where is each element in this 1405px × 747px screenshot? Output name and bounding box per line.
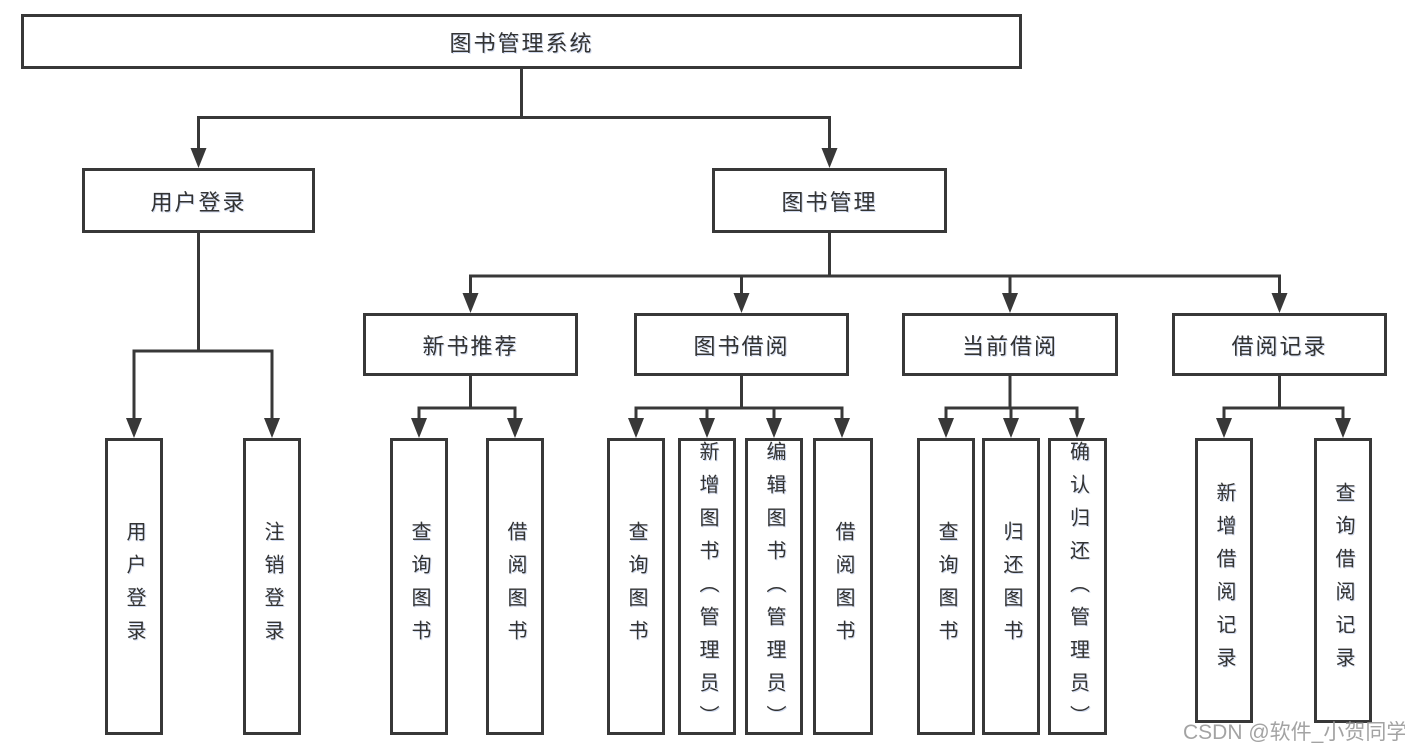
node-book-management: 图书管理 [712,168,947,233]
node-book-borrow-label: 图书借阅 [693,333,790,359]
leaf-add-borrow-record: 新增借阅记录 [1195,438,1253,723]
watermark: CSDN @软件_小贺同学 [1183,721,1405,744]
node-borrow-records: 借阅记录 [1172,313,1387,376]
leaf-confirm-return-admin: 确认归还（管理员） [1048,438,1107,738]
node-root-label: 图书管理系统 [449,30,594,56]
node-borrow-records-label: 借阅记录 [1231,333,1328,359]
leaf-logout: 注销登录 [243,438,301,735]
node-user-login: 用户登录 [82,168,315,233]
leaf-add-book-admin-label: 新增图书（管理员） [696,441,718,738]
node-current-borrow: 当前借阅 [902,313,1118,376]
leaf-return-book-label: 归还图书 [1000,520,1022,653]
node-current-borrow-label: 当前借阅 [961,333,1058,359]
leaf-user-login: 用户登录 [105,438,163,735]
leaf-query-borrow-record: 查询借阅记录 [1314,438,1372,723]
leaf-return-book: 归还图书 [982,438,1040,735]
leaf-user-login-label: 用户登录 [123,520,145,653]
leaf-edit-book-admin-label: 编辑图书（管理员） [763,441,785,738]
leaf-borrow-book-recommend: 借阅图书 [486,438,544,735]
leaf-query-book-borrow: 查询图书 [607,438,665,735]
leaf-borrow-book-recommend-label: 借阅图书 [504,520,526,653]
leaf-query-book-current: 查询图书 [917,438,975,735]
leaf-add-book-admin: 新增图书（管理员） [678,438,736,738]
node-user-login-label: 用户登录 [150,189,247,215]
leaf-borrow-book: 借阅图书 [813,438,873,735]
leaf-query-borrow-record-label: 查询借阅记录 [1332,481,1354,680]
node-root: 图书管理系统 [21,14,1022,69]
node-new-book-recommend-label: 新书推荐 [422,333,519,359]
leaf-query-book-current-label: 查询图书 [935,520,957,653]
leaf-borrow-book-label: 借阅图书 [832,520,854,653]
leaf-logout-label: 注销登录 [261,520,283,653]
node-book-management-label: 图书管理 [781,189,878,215]
leaf-edit-book-admin: 编辑图书（管理员） [745,438,803,738]
node-book-borrow: 图书借阅 [634,313,849,376]
leaf-query-book-recommend: 查询图书 [390,438,448,735]
node-new-book-recommend: 新书推荐 [363,313,578,376]
leaf-add-borrow-record-label: 新增借阅记录 [1213,481,1235,680]
leaf-query-book-borrow-label: 查询图书 [625,520,647,653]
leaf-query-book-recommend-label: 查询图书 [408,520,430,653]
leaf-confirm-return-admin-label: 确认归还（管理员） [1066,441,1089,738]
